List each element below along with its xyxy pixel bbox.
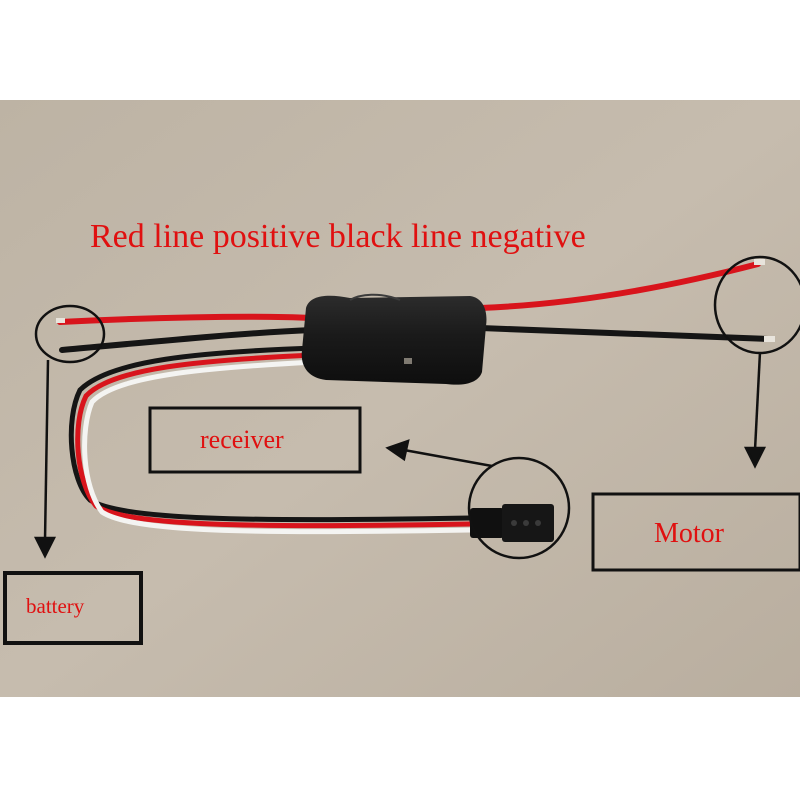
connector-pin-hole [511, 520, 517, 526]
battery-label: battery [26, 594, 85, 618]
headline-caption: Red line positive black line negative [90, 218, 586, 255]
esc-module [301, 295, 487, 385]
receiver-connector-callout-circle [467, 456, 571, 560]
receiver-black-wire [68, 345, 473, 523]
receiver-lead [68, 345, 473, 535]
motor-red-wire [477, 261, 761, 311]
motor-arrow [743, 351, 767, 469]
motor-label: Motor [654, 518, 724, 549]
esc-module-highlight [349, 293, 401, 301]
motor-label-box [591, 492, 800, 572]
photo-background [0, 100, 800, 697]
connector-pin-hole [535, 520, 541, 526]
receiver-label-box [148, 406, 362, 474]
servo-connector [470, 508, 504, 538]
receiver-red-wire [75, 352, 473, 529]
connector-pin-hole [523, 520, 529, 526]
battery-wires-callout-circle [34, 304, 106, 364]
esc-module-led [404, 358, 412, 364]
receiver-white-wire [82, 359, 473, 535]
motor-red-wire-tip [754, 259, 765, 265]
battery-red-wire [57, 313, 315, 325]
battery-label-box [3, 571, 143, 645]
receiver-arrow [385, 439, 493, 468]
battery-red-wire-tip [56, 318, 65, 323]
receiver-label: receiver [200, 425, 284, 454]
battery-arrow [33, 359, 57, 559]
motor-black-wire-tip [764, 336, 775, 342]
motor-black-wire [477, 325, 771, 342]
battery-black-wire [59, 327, 315, 353]
